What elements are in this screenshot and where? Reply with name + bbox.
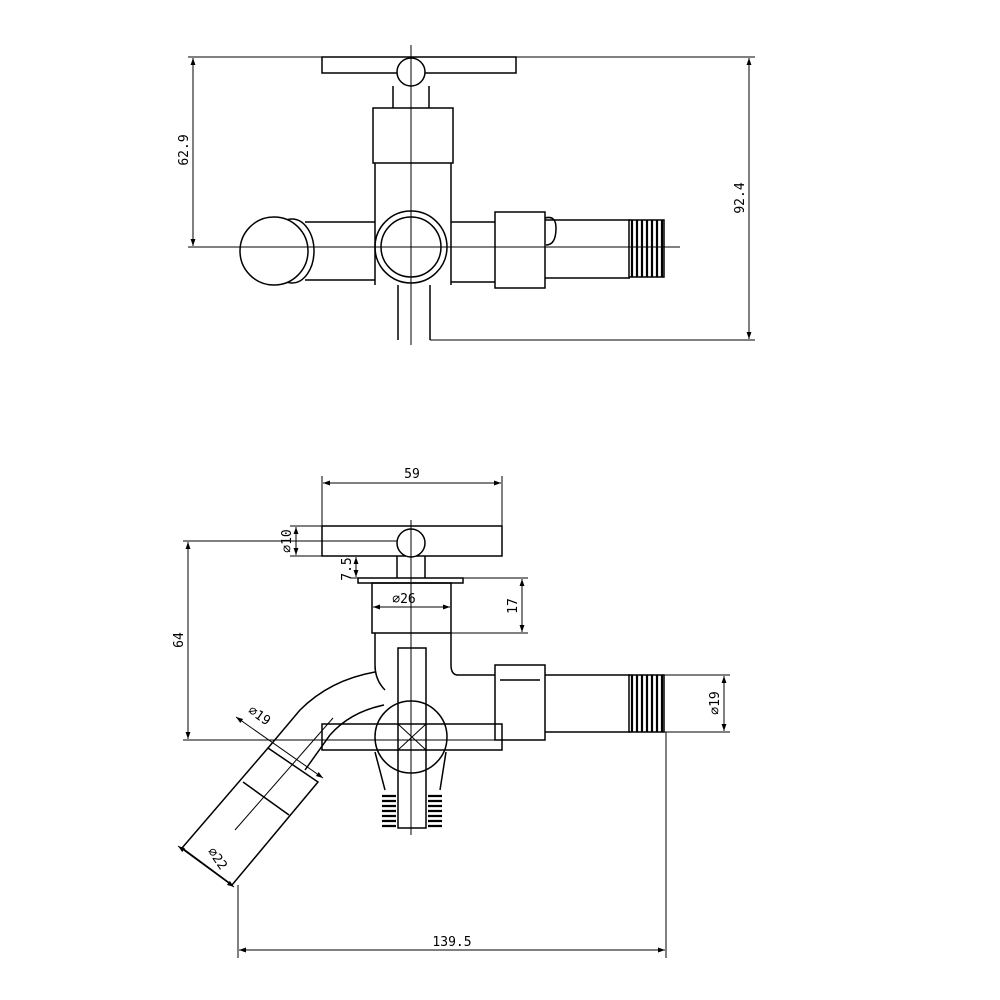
top-thread xyxy=(628,219,665,278)
front-cross-diagonals xyxy=(397,723,427,751)
front-body-outline xyxy=(374,633,495,691)
front-view: 59 ∅10 7.5 ∅26 17 64 ∅19 ∅22 ∅19 13 xyxy=(172,467,730,958)
front-spout-outer xyxy=(267,671,376,749)
front-dim-line-spout-d22 xyxy=(177,845,235,888)
top-right-nut xyxy=(494,211,546,289)
front-dim-height-to-axis: 64 xyxy=(172,632,187,648)
top-dim-height-to-axis: 62.9 xyxy=(177,134,192,165)
front-dim-ext-inlet-d19 xyxy=(664,674,730,733)
top-right-nut-detail xyxy=(544,216,557,246)
front-dim-outlet-pipe-diameter: ∅19 xyxy=(245,703,273,729)
front-cross-vertical xyxy=(397,647,427,829)
front-dim-body-height: 17 xyxy=(506,598,521,614)
front-spout-inner xyxy=(304,704,385,771)
top-view: 62.9 92.4 xyxy=(177,45,755,345)
front-thread xyxy=(628,674,665,733)
top-right-arm xyxy=(451,221,495,283)
top-handle-stem xyxy=(392,86,430,108)
front-dim-total-length: 139.5 xyxy=(432,935,471,950)
top-dim-total-height: 92.4 xyxy=(733,182,748,213)
front-dim-ext-59 xyxy=(321,476,503,526)
front-bottom-legs xyxy=(374,751,447,791)
front-spout-tip-line xyxy=(242,781,290,816)
front-dim-outlet-tip-diameter: ∅22 xyxy=(204,845,230,873)
top-body xyxy=(374,163,452,285)
front-bottom-thread-left xyxy=(382,794,396,828)
front-dim-ext-d10 xyxy=(290,525,322,557)
front-handle-stem xyxy=(396,556,426,578)
front-spout-centerline xyxy=(234,717,334,831)
front-dim-ext-139-5 xyxy=(237,732,667,958)
top-inlet-pipe xyxy=(545,219,630,279)
front-dim-handle-width: 59 xyxy=(404,467,420,482)
front-dim-collar-height: 7.5 xyxy=(340,557,355,580)
top-lower-pipe xyxy=(397,285,431,340)
front-right-nut xyxy=(494,664,546,741)
top-left-cap xyxy=(239,216,309,286)
front-inlet-pipe xyxy=(545,674,630,733)
top-left-arm xyxy=(305,221,375,281)
front-bottom-thread-right xyxy=(428,794,442,828)
front-dim-ext-17 xyxy=(451,577,528,634)
front-dim-body-diameter: ∅26 xyxy=(392,592,415,607)
front-dim-line-spout-d19 xyxy=(235,716,324,779)
front-dim-ext-7-5 xyxy=(350,555,397,579)
front-dim-inlet-diameter: ∅19 xyxy=(708,691,723,714)
top-collar xyxy=(372,107,454,164)
